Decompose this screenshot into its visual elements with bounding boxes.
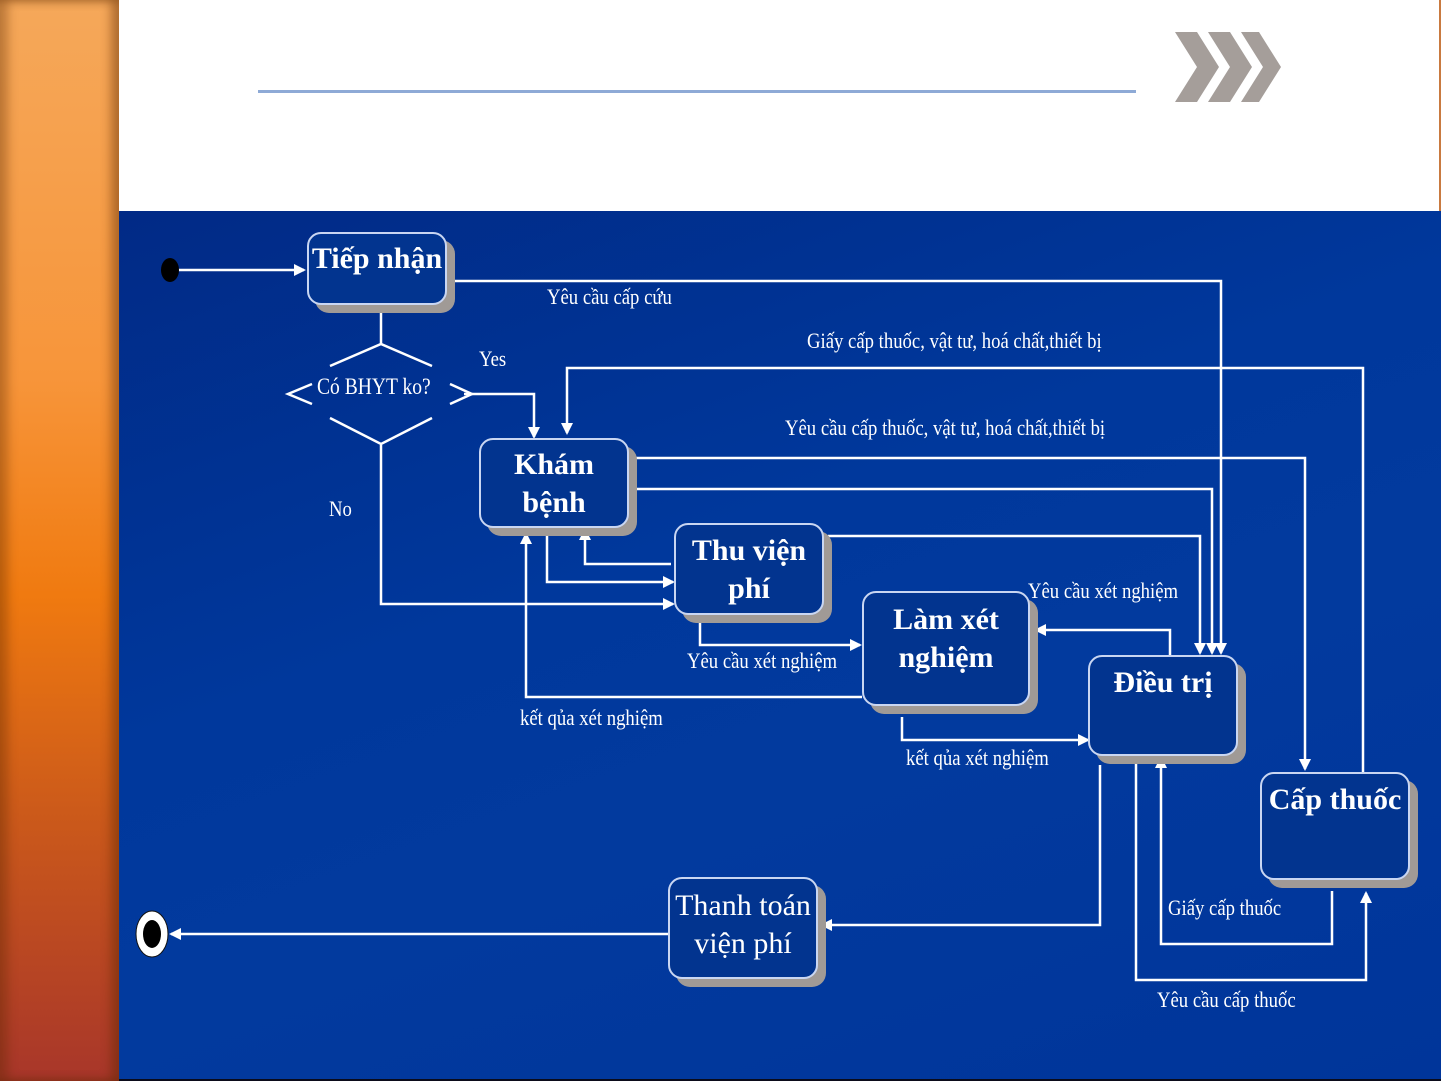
- edge-kham-benh-to-cap-thuoc: [632, 456, 1311, 771]
- triple-chevron-right-icon: [1175, 32, 1281, 102]
- edge-thu-vien-phi-to-dieu-tri: [828, 534, 1206, 655]
- node-thanh-toan-label-2: viện phí: [694, 927, 792, 960]
- decision-question: Có BHYT ko?: [317, 374, 431, 399]
- edge-dieu-tri-to-lam-xet-nghiem: [1034, 624, 1172, 655]
- edge-label-ket-qua-xet-nghiem-2: kết qủa xét nghiệm: [906, 745, 1049, 770]
- node-thanh-toan-label-1: Thanh toán: [675, 889, 811, 922]
- edge-label-yeu-cau-cap-thuoc: Yêu cầu cấp thuốc: [1157, 987, 1296, 1012]
- edge-label-giay-cap-thuoc-vat-tu: Giấy cấp thuốc, vật tư, hoá chất,thiết b…: [807, 328, 1102, 353]
- edge-label-yeu-cau-xet-nghiem-2: Yêu cầu xét nghiệm: [1028, 578, 1179, 603]
- node-dieu-tri: Điều trị: [1088, 655, 1238, 756]
- edge-cap-thuoc-to-kham-benh: [561, 366, 1365, 772]
- edge-label-giay-cap-thuoc: Giấy cấp thuốc: [1168, 895, 1282, 920]
- node-kham-benh: Khám bệnh: [479, 438, 629, 528]
- initial-state: [161, 258, 179, 282]
- slide-bottom-border: [119, 1079, 1441, 1081]
- title-rule: [258, 90, 1136, 93]
- edge-thu-vien-phi-to-lam-xet-nghiem: [698, 622, 862, 651]
- node-kham-benh-label: Khám bệnh: [513, 448, 594, 519]
- edge-thu-vien-phi-to-kham-benh: [579, 528, 671, 566]
- edge-kham-benh-to-thu-vien-phi: [545, 533, 675, 588]
- edge-lam-xet-nghiem-to-dieu-tri: [900, 717, 1090, 746]
- edge-label-cap-cuu: Yêu cầu cấp cứu: [547, 284, 672, 309]
- decision-no-label: No: [329, 496, 352, 521]
- node-dieu-tri-label: Điều trị: [1113, 666, 1213, 699]
- edge-decision-no-to-thu-vien-phi: [379, 445, 675, 610]
- decision-yes-label: Yes: [479, 346, 507, 371]
- node-lam-xet-nghiem: Làm xét nghiệm: [862, 591, 1030, 706]
- edge-kham-benh-to-dieu-tri: [632, 487, 1218, 655]
- edge-lam-xet-nghiem-to-kham-benh: [520, 532, 862, 699]
- node-thu-vien-phi-label-2: phí: [728, 572, 770, 605]
- edge-dieu-tri-to-thanh-toan: [820, 765, 1102, 931]
- node-thu-vien-phi: Thu viện phí: [674, 523, 824, 615]
- node-thu-vien-phi-label-1: Thu viện: [691, 534, 807, 567]
- node-lam-xet-nghiem-label-1: Làm xét: [893, 603, 999, 636]
- edge-decision-yes-to-kham-benh: [464, 392, 540, 439]
- decision-diamond: [284, 342, 476, 446]
- edge-dieu-tri-to-cap-thuoc: [1134, 760, 1372, 982]
- edge-tiep-nhan-to-dieu-tri: [452, 279, 1227, 655]
- node-cap-thuoc: Cấp thuốc: [1260, 772, 1410, 880]
- node-thanh-toan-vien-phi: Thanh toán viện phí: [668, 877, 818, 979]
- edge-label-yeu-cau-cap-thuoc-vat-tu: Yêu cầu cấp thuốc, vật tư, hoá chất,thiế…: [785, 415, 1106, 440]
- node-tiep-nhan-label: Tiếp nhận: [311, 242, 443, 275]
- edge-cap-thuoc-to-dieu-tri: [1155, 756, 1334, 946]
- slide-right-edge: [1439, 0, 1441, 211]
- node-cap-thuoc-label: Cấp thuốc: [1268, 783, 1402, 816]
- edge-label-ket-qua-xet-nghiem-1: kết qủa xét nghiệm: [520, 705, 663, 730]
- node-lam-xet-nghiem-label-2: nghiệm: [898, 641, 994, 674]
- slide-sidebar-decoration: [0, 0, 119, 1081]
- node-tiep-nhan: Tiếp nhận: [307, 232, 447, 305]
- edge-label-yeu-cau-xet-nghiem-1: Yêu cầu xét nghiệm: [687, 648, 838, 673]
